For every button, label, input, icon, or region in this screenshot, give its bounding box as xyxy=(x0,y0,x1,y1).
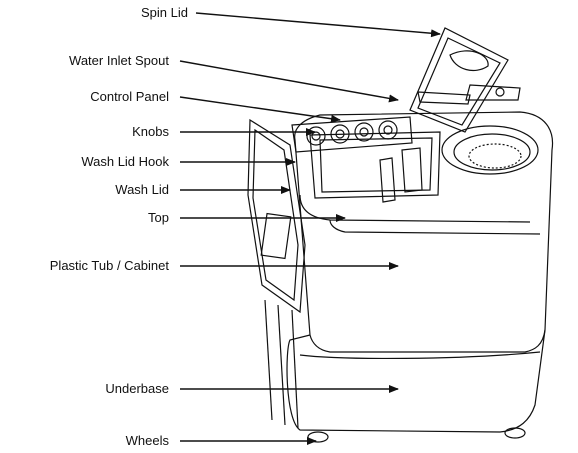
wheel-right xyxy=(504,427,526,439)
arrow-spin-lid xyxy=(195,12,441,38)
top-rim xyxy=(299,194,531,223)
label-underbase: Underbase xyxy=(105,381,169,396)
control-panel-outline xyxy=(291,116,413,153)
knob-3 xyxy=(354,122,374,142)
label-wash-lid-hook: Wash Lid Hook xyxy=(81,154,169,169)
arrow-water-inlet-spout xyxy=(179,60,399,103)
arrow-control-panel xyxy=(179,96,341,123)
label-wheels: Wheels xyxy=(125,433,169,448)
knob-2 xyxy=(330,124,350,144)
underbase-outline xyxy=(286,329,546,433)
label-water-inlet-spout: Water Inlet Spout xyxy=(69,53,169,68)
label-spin-lid: Spin Lid xyxy=(141,5,188,20)
label-wash-lid: Wash Lid xyxy=(115,182,169,197)
label-top: Top xyxy=(148,210,169,225)
label-plastic-tub-cabinet: Plastic Tub / Cabinet xyxy=(49,258,169,273)
wash-lid-outline xyxy=(247,118,306,314)
cabinet-outline xyxy=(294,111,554,353)
spin-lid-outline xyxy=(409,27,509,133)
label-knobs: Knobs xyxy=(132,124,169,139)
knob-1 xyxy=(306,126,326,146)
spin-tub-opening xyxy=(441,125,539,175)
label-control-panel: Control Panel xyxy=(90,89,169,104)
callout-arrows xyxy=(179,12,441,445)
machine-illustration xyxy=(247,27,554,443)
knob-4 xyxy=(378,120,398,140)
